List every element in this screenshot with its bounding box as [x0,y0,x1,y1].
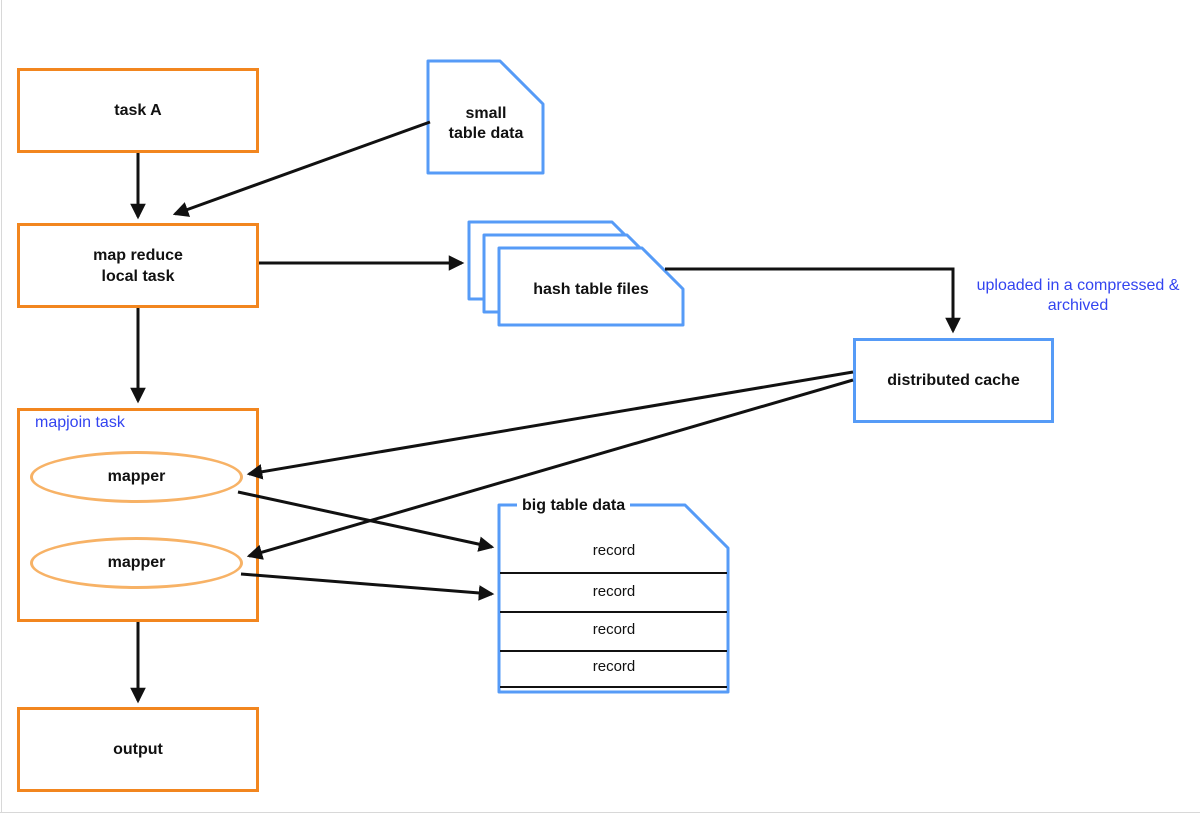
arrow-cache-to-mapper-top [246,370,854,480]
node-task-a: task A [17,68,259,153]
ellipse-mapper-bottom: mapper [30,537,243,589]
page-edge-bottom [0,812,1200,813]
arrow-cache-to-mapper-bottom [246,378,854,560]
hash-table-files-stack [467,220,685,327]
record-cell: record [592,542,636,559]
small-table-data-label: small table data [428,104,544,144]
hash-file-middle-shape [482,233,670,314]
record-cell: record [592,583,636,600]
uploaded-note: uploaded in a compressed & archived [958,276,1198,316]
record-cell: record [592,621,636,638]
distributed-cache-label: distributed cache [887,372,1020,389]
mapjoin-task-label: mapjoin task [35,414,125,431]
arrow-mapper-bottom-to-big-table [240,572,495,601]
map-reduce-label-line2: local task [101,267,175,285]
arrow-mapper-top-to-big-table [237,490,495,552]
page-edge-left [1,0,2,813]
small-table-data-label-line1: small [465,105,507,122]
ellipse-mapper-top: mapper [30,451,243,503]
node-map-reduce-local-task: map reduce local task [17,223,259,308]
arrow-hash-files-to-distributed-cache [665,267,961,334]
small-table-data-label-line2: table data [448,125,524,142]
uploaded-note-line2: archived [1047,297,1109,314]
task-a-label: task A [114,102,162,119]
mapper-bottom-label: mapper [107,554,166,571]
output-label: output [113,741,163,758]
mapper-top-label: mapper [107,468,166,485]
map-reduce-label-line1: map reduce [93,246,183,264]
big-table-data-title: big table data [517,496,631,516]
hash-table-files-label: hash table files [533,281,649,298]
node-mapjoin-task [17,408,259,622]
node-distributed-cache: distributed cache [853,338,1054,423]
uploaded-note-line1: uploaded in a compressed & [976,277,1180,294]
node-output: output [17,707,259,792]
record-cell: record [592,658,636,675]
